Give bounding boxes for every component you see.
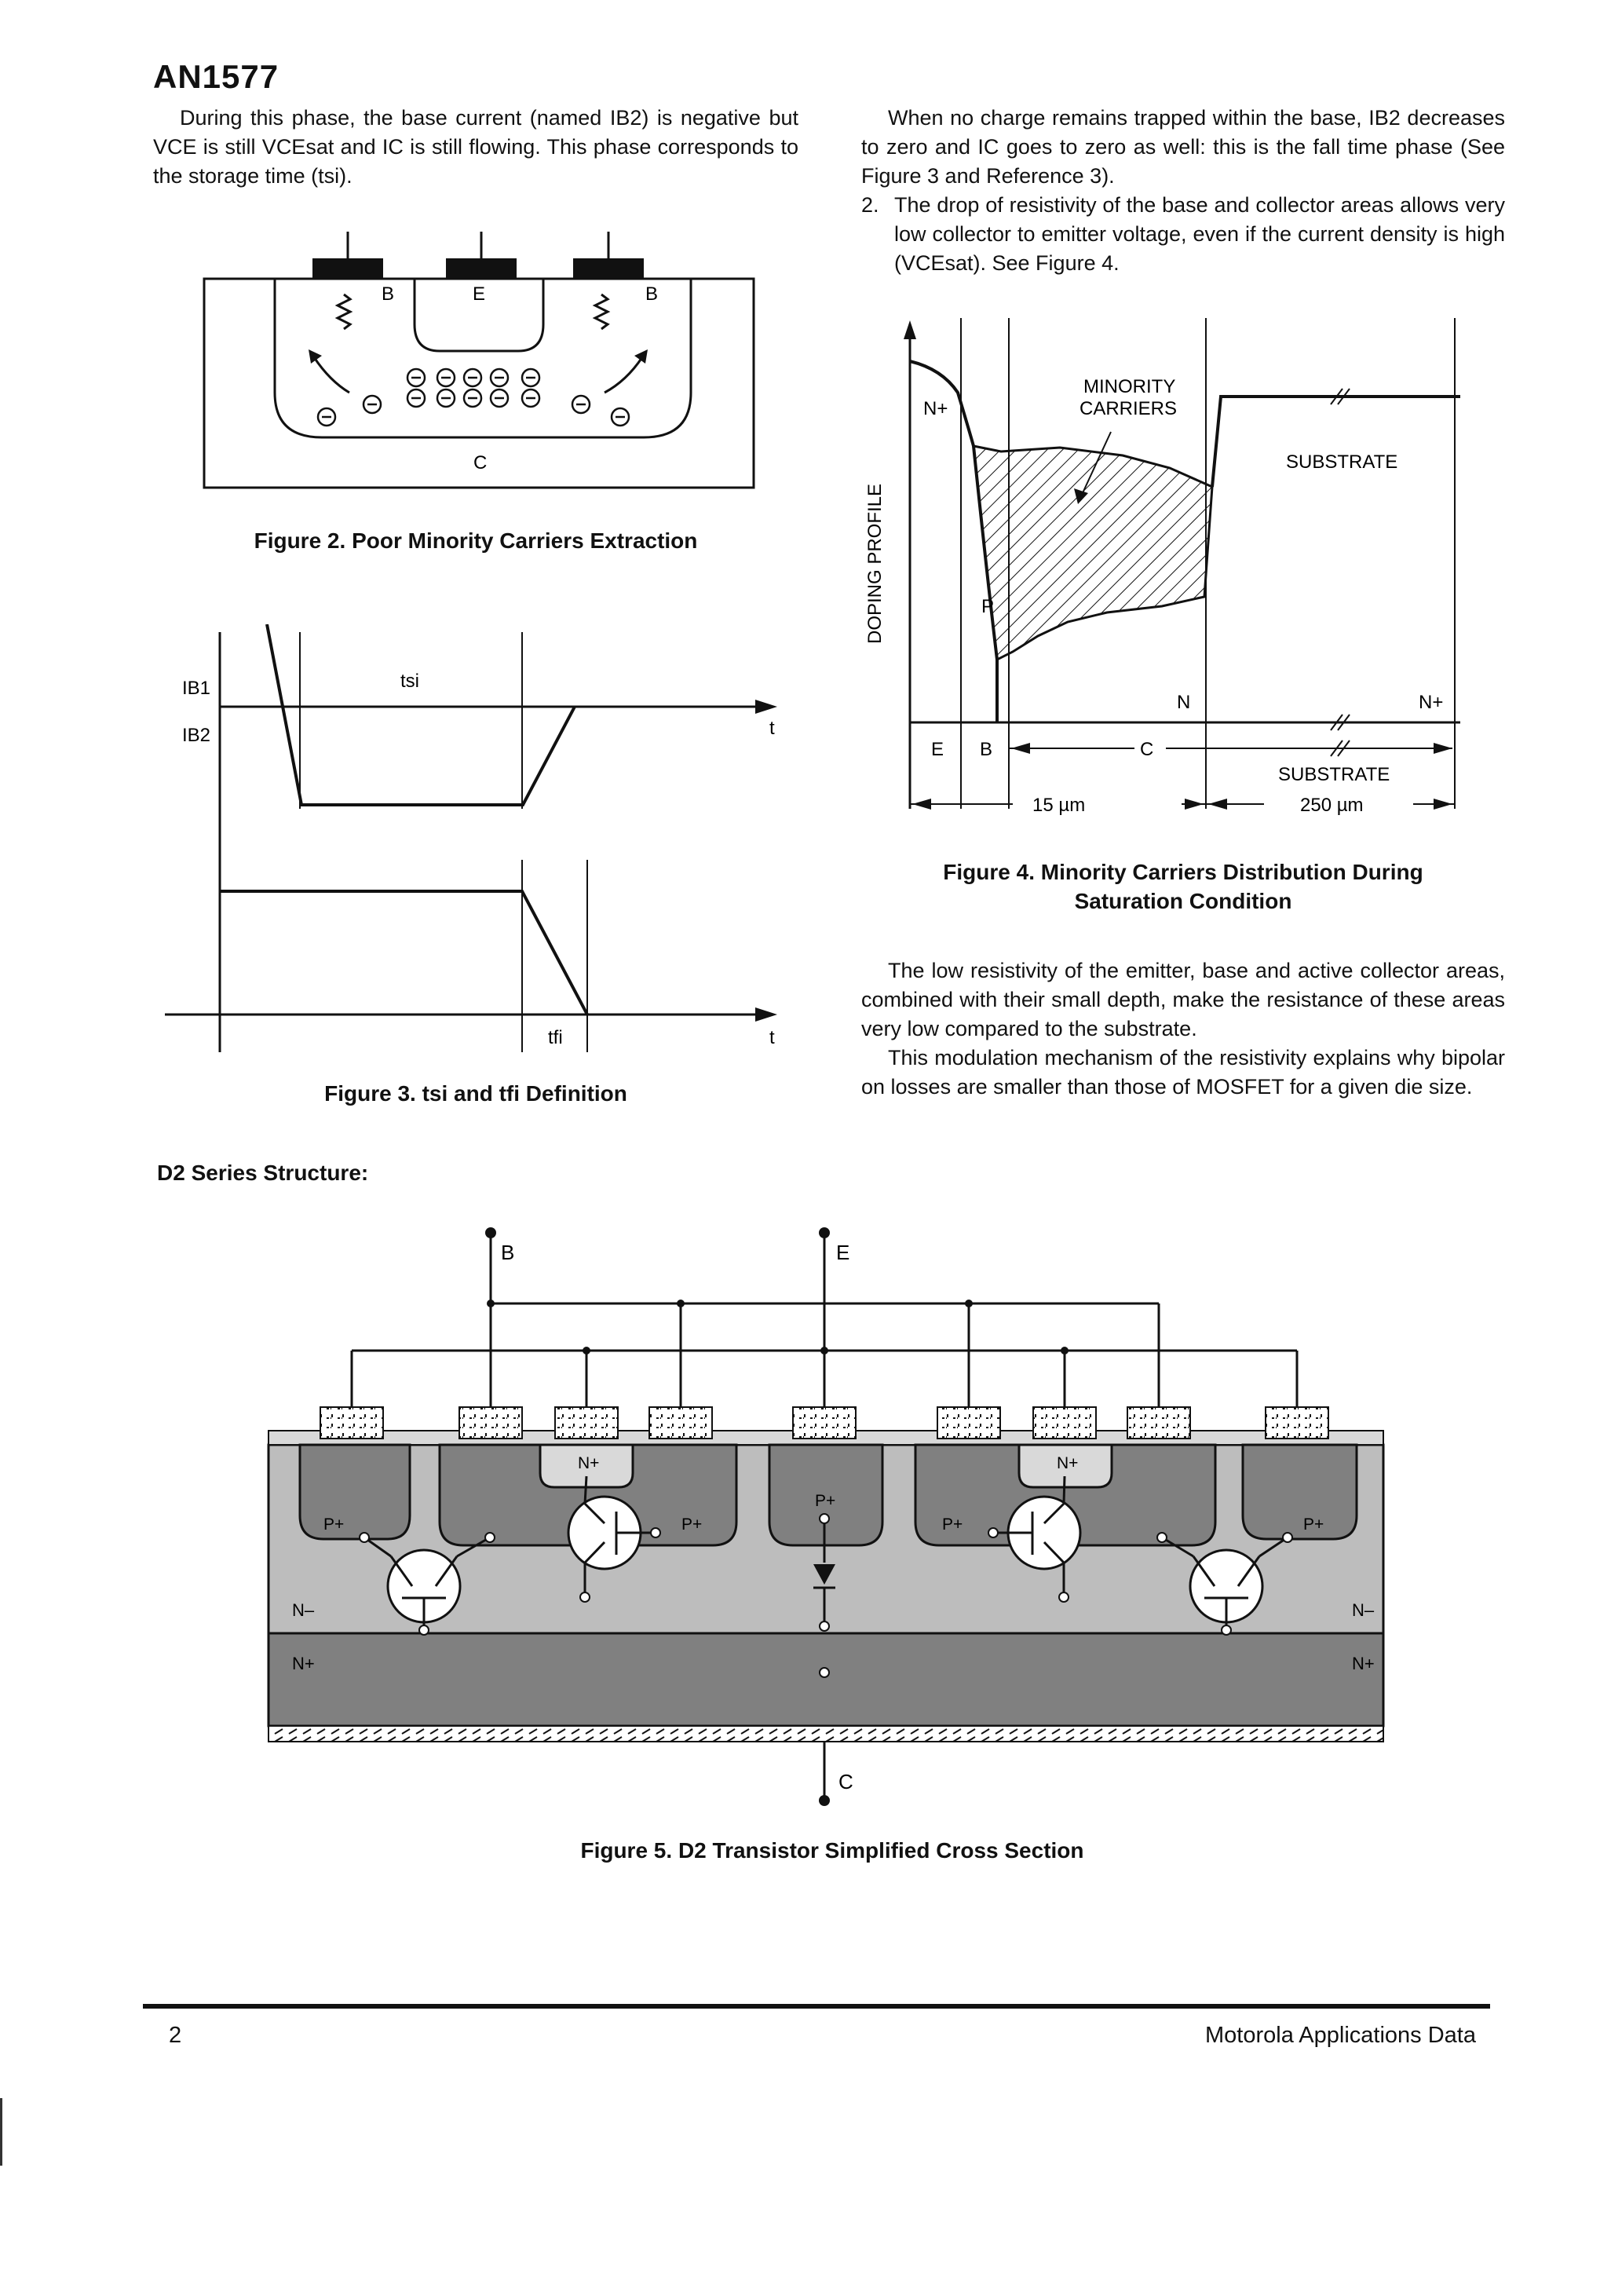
fig2-label-c: C [473, 452, 487, 473]
fig5-label-c: C [838, 1770, 853, 1793]
list-item-text: The drop of resistivity of the base and … [894, 193, 1505, 275]
fig3-label-ib1: IB1 [182, 678, 210, 699]
fig4-label-substrate-inner: SUBSTRATE [1286, 452, 1397, 473]
fig4-label-e: E [931, 739, 944, 760]
figure-3-caption: Figure 3. tsi and tfi Definition [324, 1081, 627, 1106]
figure-2-caption: Figure 2. Poor Minority Carriers Extract… [254, 528, 698, 553]
figure-3-diagram: IB1 IB2 tsi t tfi t [165, 624, 777, 1052]
fig4-label-carriers: CARRIERS [1080, 398, 1177, 419]
left-paragraph: During this phase, the base current (nam… [153, 104, 798, 191]
publisher-name: Motorola Applications Data [1205, 2023, 1476, 2048]
fig4-label-n: N [1177, 692, 1190, 713]
fig5-label-pplus-5: P+ [1303, 1515, 1324, 1534]
fig5-label-pplus-3: P+ [815, 1492, 835, 1510]
fig5-label-nminus-left: N– [292, 1600, 315, 1620]
fig5-label-nplus-sub-left: N+ [292, 1654, 315, 1673]
right-paragraph-bottom: The low resistivity of the emitter, base… [861, 956, 1505, 1102]
fig5-label-nplus-1: N+ [578, 1454, 599, 1472]
fig3-label-tsi: tsi [400, 671, 419, 692]
fig2-label-b-left: B [382, 283, 394, 305]
fig4-label-c: C [1140, 739, 1153, 760]
fig5-label-pplus-1: P+ [323, 1515, 344, 1534]
figure-5-caption: Figure 5. D2 Transistor Simplified Cross… [580, 1838, 1084, 1863]
fig5-label-nplus-2: N+ [1057, 1454, 1078, 1472]
fig5-label-e: E [836, 1241, 849, 1264]
modulation-paragraph: This modulation mechanism of the resisti… [861, 1046, 1505, 1099]
fig3-label-tfi: tfi [548, 1027, 563, 1048]
figure-4-caption-line1: Figure 4. Minority Carriers Distribution… [943, 860, 1423, 884]
fall-time-paragraph: When no charge remains trapped within th… [861, 106, 1505, 188]
section-title: D2 Series Structure: [157, 1161, 369, 1185]
fig3-label-t-top: t [769, 718, 775, 739]
figure-4-caption-line2: Saturation Condition [1074, 889, 1292, 913]
fig3-label-ib2: IB2 [182, 725, 210, 746]
fig5-label-pplus-4: P+ [942, 1515, 963, 1534]
fig4-y-axis-label: DOPING PROFILE [864, 484, 886, 644]
figure-4-caption: Figure 4. Minority Carriers Distribution… [861, 857, 1505, 916]
fig4-label-b: B [980, 739, 992, 760]
storage-time-paragraph: During this phase, the base current (nam… [153, 106, 798, 188]
fig3-label-t-bottom: t [769, 1027, 775, 1048]
fig4-label-nplus-top: N+ [923, 398, 948, 419]
fig2-label-e: E [473, 283, 485, 305]
fig5-label-nplus-sub-right: N+ [1352, 1654, 1375, 1673]
fig5-label-b: B [501, 1241, 514, 1264]
margin-mark [0, 2098, 2, 2166]
fig4-label-15um: 15 µm [1032, 795, 1085, 816]
fig4-label-substrate-bottom: SUBSTRATE [1278, 764, 1390, 785]
fig2-label-b-right: B [645, 283, 658, 305]
fig4-label-p: P [981, 596, 994, 617]
list-number: 2. [861, 193, 879, 217]
right-paragraph-top: When no charge remains trapped within th… [861, 104, 1505, 278]
document-id: AN1577 [153, 58, 279, 95]
fig4-label-250um: 250 µm [1300, 795, 1364, 816]
figure-4-diagram: DOPING PROFILE N+ MINORITY CARRIERS SUBS… [864, 318, 1460, 816]
resistivity-paragraph: The low resistivity of the emitter, base… [861, 959, 1505, 1040]
page-number: 2 [169, 2023, 182, 2048]
figure-5-diagram: B E C N+ N+ P+ P+ P+ P+ P+ N– N– N+ N+ [267, 1227, 1385, 1806]
fig4-label-minority: MINORITY [1083, 376, 1175, 397]
footer-rule [143, 2004, 1490, 2009]
fig4-label-nplus-right: N+ [1419, 692, 1443, 713]
list-item-2: 2. The drop of resistivity of the base a… [861, 191, 1505, 278]
fig5-label-pplus-2: P+ [681, 1515, 702, 1534]
figure-2-diagram: B E B C [203, 232, 755, 489]
fig5-label-nminus-right: N– [1352, 1600, 1375, 1620]
